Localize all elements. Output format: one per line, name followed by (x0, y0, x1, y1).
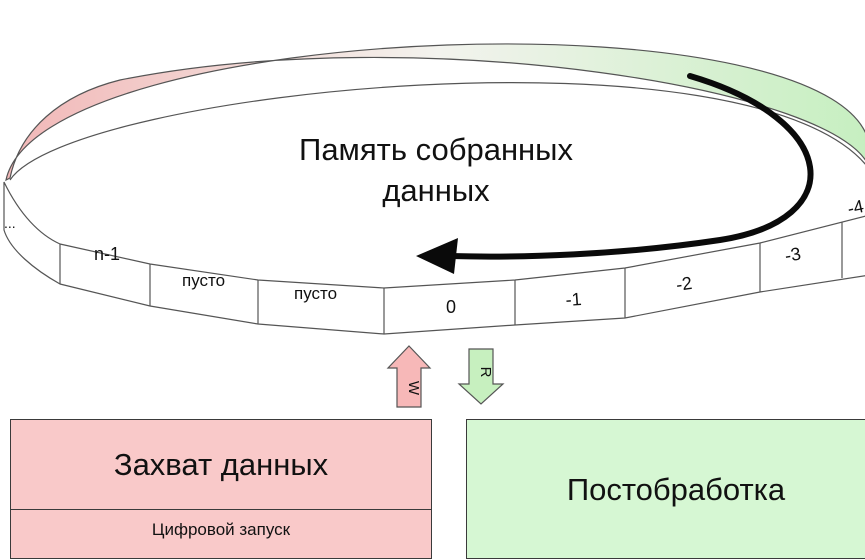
write-arrow (386, 345, 432, 408)
cell-label-empty-1: пусто (182, 271, 225, 290)
cell-label-empty-2: пусто (294, 284, 337, 303)
cell-label-minus-3: -3 (783, 243, 802, 265)
ring-cell-dividers (59, 222, 843, 334)
memory-title-line2: данных (382, 173, 490, 208)
data-capture-title: Захват данных (113, 446, 329, 482)
rotation-arrow-head (416, 238, 458, 274)
data-capture-box: Захват данных Цифровой запуск (10, 419, 432, 559)
postprocessing-title: Постобработка (566, 472, 786, 507)
cell-label-zero: 0 (446, 297, 456, 317)
ring-buffer-diagram: ... n-1 пусто пусто 0 -1 -2 -3 -4 Память… (3, 43, 865, 408)
postprocessing-box: Постобработка (466, 419, 865, 559)
memory-title-line1: Память собранных (299, 132, 573, 167)
cell-label-minus-2: -2 (675, 273, 694, 295)
digital-trigger-label: Цифровой запуск (11, 509, 431, 550)
write-arrow-label: W (405, 381, 422, 396)
cell-label-n-minus-1: n-1 (94, 244, 120, 264)
read-arrow-label: R (477, 367, 494, 378)
cell-label-minus-1: -1 (565, 289, 582, 310)
cell-label-dots: ... (4, 215, 16, 231)
ring-front-band (3, 181, 865, 335)
ring-inner-edge (9, 82, 865, 181)
ring-top-band (5, 43, 865, 182)
rotation-arrow (447, 73, 814, 260)
read-arrow (457, 348, 505, 405)
cell-label-minus-4: -4 (846, 196, 865, 219)
